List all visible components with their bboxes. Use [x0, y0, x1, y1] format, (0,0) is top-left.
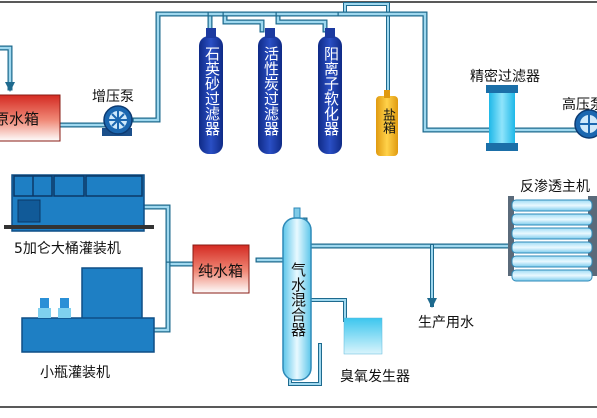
barrel-filler-label: 5加仑大桶灌装机	[14, 241, 121, 257]
bottle-filler-machine	[21, 267, 155, 353]
cation-softener	[318, 28, 342, 154]
precision-filter-label: 精密过滤器	[470, 69, 540, 85]
pure-water-tank	[192, 244, 250, 294]
softener-label: 阳离子软化器	[322, 46, 340, 136]
activated-carbon-filter	[258, 28, 282, 154]
high-pressure-pump-label: 高压泵	[562, 97, 597, 113]
quartz-sand-filter	[199, 28, 223, 154]
pipe-network	[0, 2, 597, 386]
raw-tank-label: 原水箱	[0, 110, 40, 128]
mixer-label: 气水混合器	[289, 262, 307, 337]
booster-pump-label: 增压泵	[92, 89, 134, 105]
high-pressure-pump-icon	[574, 109, 597, 139]
barrel-filler-machine	[4, 174, 154, 232]
gas-water-mixer	[282, 207, 312, 381]
salt-tank-label: 盐箱	[380, 108, 395, 134]
ozone-generator	[343, 317, 383, 355]
precision-filter	[486, 85, 518, 151]
raw-tank	[0, 94, 61, 142]
pure-tank-label: 纯水箱	[198, 262, 244, 280]
bottle-filler-label: 小瓶灌装机	[40, 365, 110, 381]
production-water-label: 生产用水	[418, 315, 474, 331]
salt-tank	[376, 90, 398, 156]
ozone-generator-label: 臭氧发生器	[340, 369, 410, 385]
carbon-filter-label: 活性炭过滤器	[262, 46, 280, 136]
inlet-arrow-icon	[5, 82, 15, 92]
ro-membrane-rack	[508, 196, 597, 282]
quartz-filter-label: 石英砂过滤器	[203, 46, 221, 136]
booster-pump-icon	[102, 105, 133, 136]
ro-host-label: 反渗透主机	[520, 179, 590, 195]
